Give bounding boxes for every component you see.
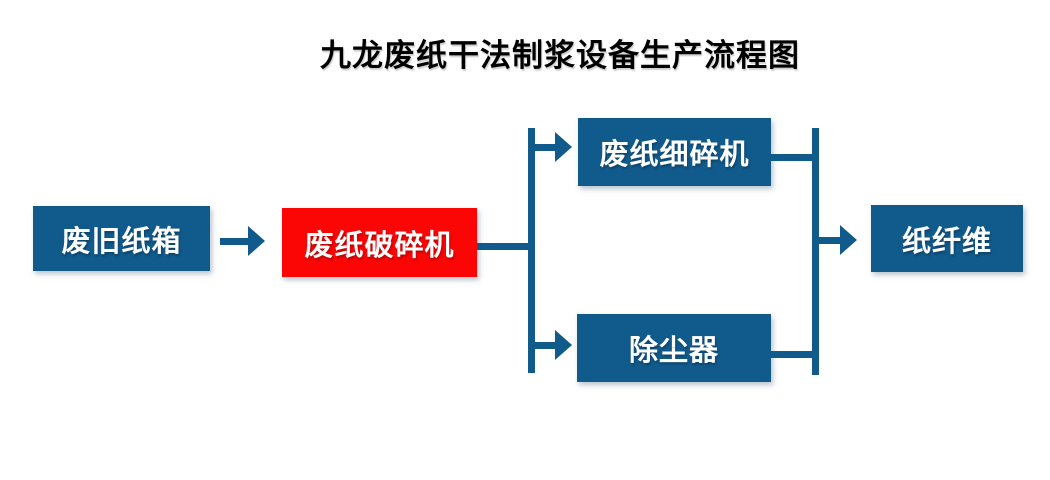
arrow-split-to-dust-collector-shaft: [535, 342, 556, 349]
node-waste-cardboard-label: 废旧纸箱: [61, 223, 182, 258]
arrow-cardboard-to-crusher-shaft: [220, 238, 249, 245]
node-dust-collector: 除尘器: [577, 314, 771, 382]
arrow-merge-to-paper-fiber-head-icon: [840, 225, 857, 255]
arrow-split-to-fine-crusher-shaft: [535, 144, 556, 151]
connector-dust-collector-to-merge: [771, 351, 815, 358]
connector-fine-crusher-to-merge: [771, 154, 815, 161]
arrow-merge-to-paper-fiber-shaft: [819, 237, 841, 244]
node-waste-cardboard: 废旧纸箱: [33, 206, 210, 271]
node-dust-collector-label: 除尘器: [628, 333, 719, 367]
arrow-split-to-dust-collector-head-icon: [555, 330, 572, 360]
diagram-title: 九龙废纸干法制浆设备生产流程图: [320, 38, 800, 74]
node-fine-crusher: 废纸细碎机: [578, 118, 771, 186]
node-paper-fiber: 纸纤维: [871, 205, 1023, 272]
split-vertical-line: [528, 128, 535, 373]
connector-crusher-to-split: [477, 243, 532, 250]
node-paper-crusher: 废纸破碎机: [282, 208, 477, 277]
merge-vertical-line: [812, 128, 819, 375]
node-paper-fiber-label: 纸纤维: [901, 223, 992, 258]
arrow-split-to-fine-crusher-head-icon: [555, 132, 572, 162]
arrow-cardboard-to-crusher-head-icon: [248, 226, 265, 256]
node-paper-crusher-label: 废纸破碎机: [304, 227, 455, 262]
node-fine-crusher-label: 废纸细碎机: [599, 137, 750, 171]
